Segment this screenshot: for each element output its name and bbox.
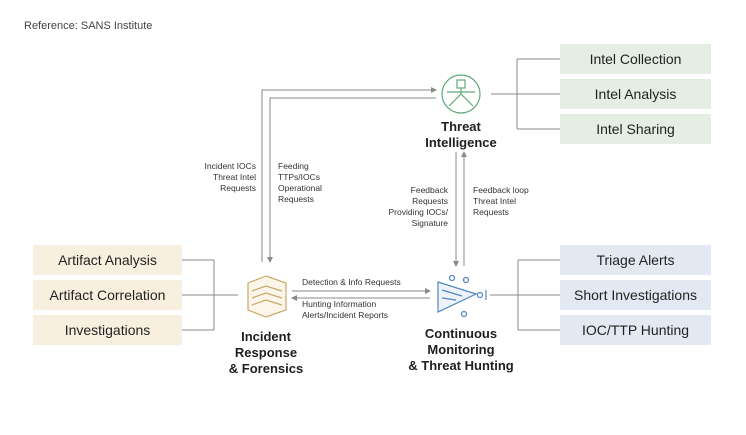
monitoring-icon	[437, 274, 487, 318]
artifact-analysis-box: Artifact Analysis	[33, 245, 182, 275]
incident-response-icon	[247, 275, 287, 318]
label-line: Detection & Info Requests	[302, 277, 401, 287]
cm-to-ti-label: Feedback Requests Providing IOCs/ Signat…	[368, 185, 448, 229]
label-line: Feedback loop	[473, 185, 529, 195]
title-line: Incident	[241, 329, 291, 344]
title-line: Continuous	[424, 326, 498, 341]
label-line: Requests	[220, 183, 256, 193]
ir-to-cm-label: Detection & Info Requests	[302, 277, 432, 288]
intel-collection-box: Intel Collection	[560, 44, 711, 74]
title-line: Response	[234, 345, 298, 360]
cm-to-ir-label: Hunting Information Alerts/Incident Repo…	[302, 299, 432, 321]
intel-sharing-box: Intel Sharing	[560, 114, 711, 144]
ti-to-cm-label: Feedback loop Threat Intel Requests	[473, 185, 553, 218]
short-investigations-box: Short Investigations	[560, 280, 711, 310]
triage-alerts-box: Triage Alerts	[560, 245, 711, 275]
label-line: Providing IOCs/	[388, 207, 448, 217]
label-line: Feeding	[278, 161, 309, 171]
label-line: Hunting Information	[302, 299, 377, 309]
label-line: Requests	[412, 196, 448, 206]
continuous-monitoring-title: Continuous Monitoring & Threat Hunting	[396, 326, 526, 374]
title-line: & Forensics	[228, 361, 304, 376]
label-line: Threat Intel	[473, 196, 516, 206]
ir-to-ti-label: Incident IOCs Threat Intel Requests	[186, 161, 257, 194]
threat-intelligence-title: Threat Intelligence	[411, 119, 511, 151]
ti-cm-flows	[453, 151, 467, 267]
ioc-ttp-hunting-box: IOC/TTP Hunting	[560, 315, 711, 345]
threat-intel-icon	[441, 74, 481, 114]
label-line: Requests	[473, 207, 509, 217]
label-line: Incident IOCs	[204, 161, 257, 171]
reference-note: Reference: SANS Institute	[24, 20, 153, 32]
title-line: Threat	[441, 119, 481, 134]
label-line: Threat Intel	[213, 172, 256, 182]
intel-bracket	[491, 58, 560, 130]
incident-response-title: Incident Response & Forensics	[216, 329, 316, 377]
monitoring-bracket	[490, 259, 560, 331]
label-line: Signature	[411, 218, 448, 228]
investigations-box: Investigations	[33, 315, 182, 345]
ir-cm-flows	[291, 288, 431, 301]
title-line: Monitoring	[427, 342, 495, 357]
ir-ti-flows	[261, 87, 437, 263]
label-line: Operational	[278, 183, 322, 193]
ti-to-ir-label: Feeding TTPs/IOCs Operational Requests	[278, 161, 358, 205]
label-line: TTPs/IOCs	[278, 172, 321, 182]
label-line: Alerts/Incident Reports	[302, 310, 388, 320]
label-line: Feedback	[410, 185, 448, 195]
artifact-correlation-box: Artifact Correlation	[33, 280, 182, 310]
label-line: Requests	[278, 194, 314, 204]
forensic-bracket	[182, 259, 238, 331]
intel-analysis-box: Intel Analysis	[560, 79, 711, 109]
title-line: & Threat Hunting	[408, 358, 514, 373]
title-line: Intelligence	[425, 135, 497, 150]
